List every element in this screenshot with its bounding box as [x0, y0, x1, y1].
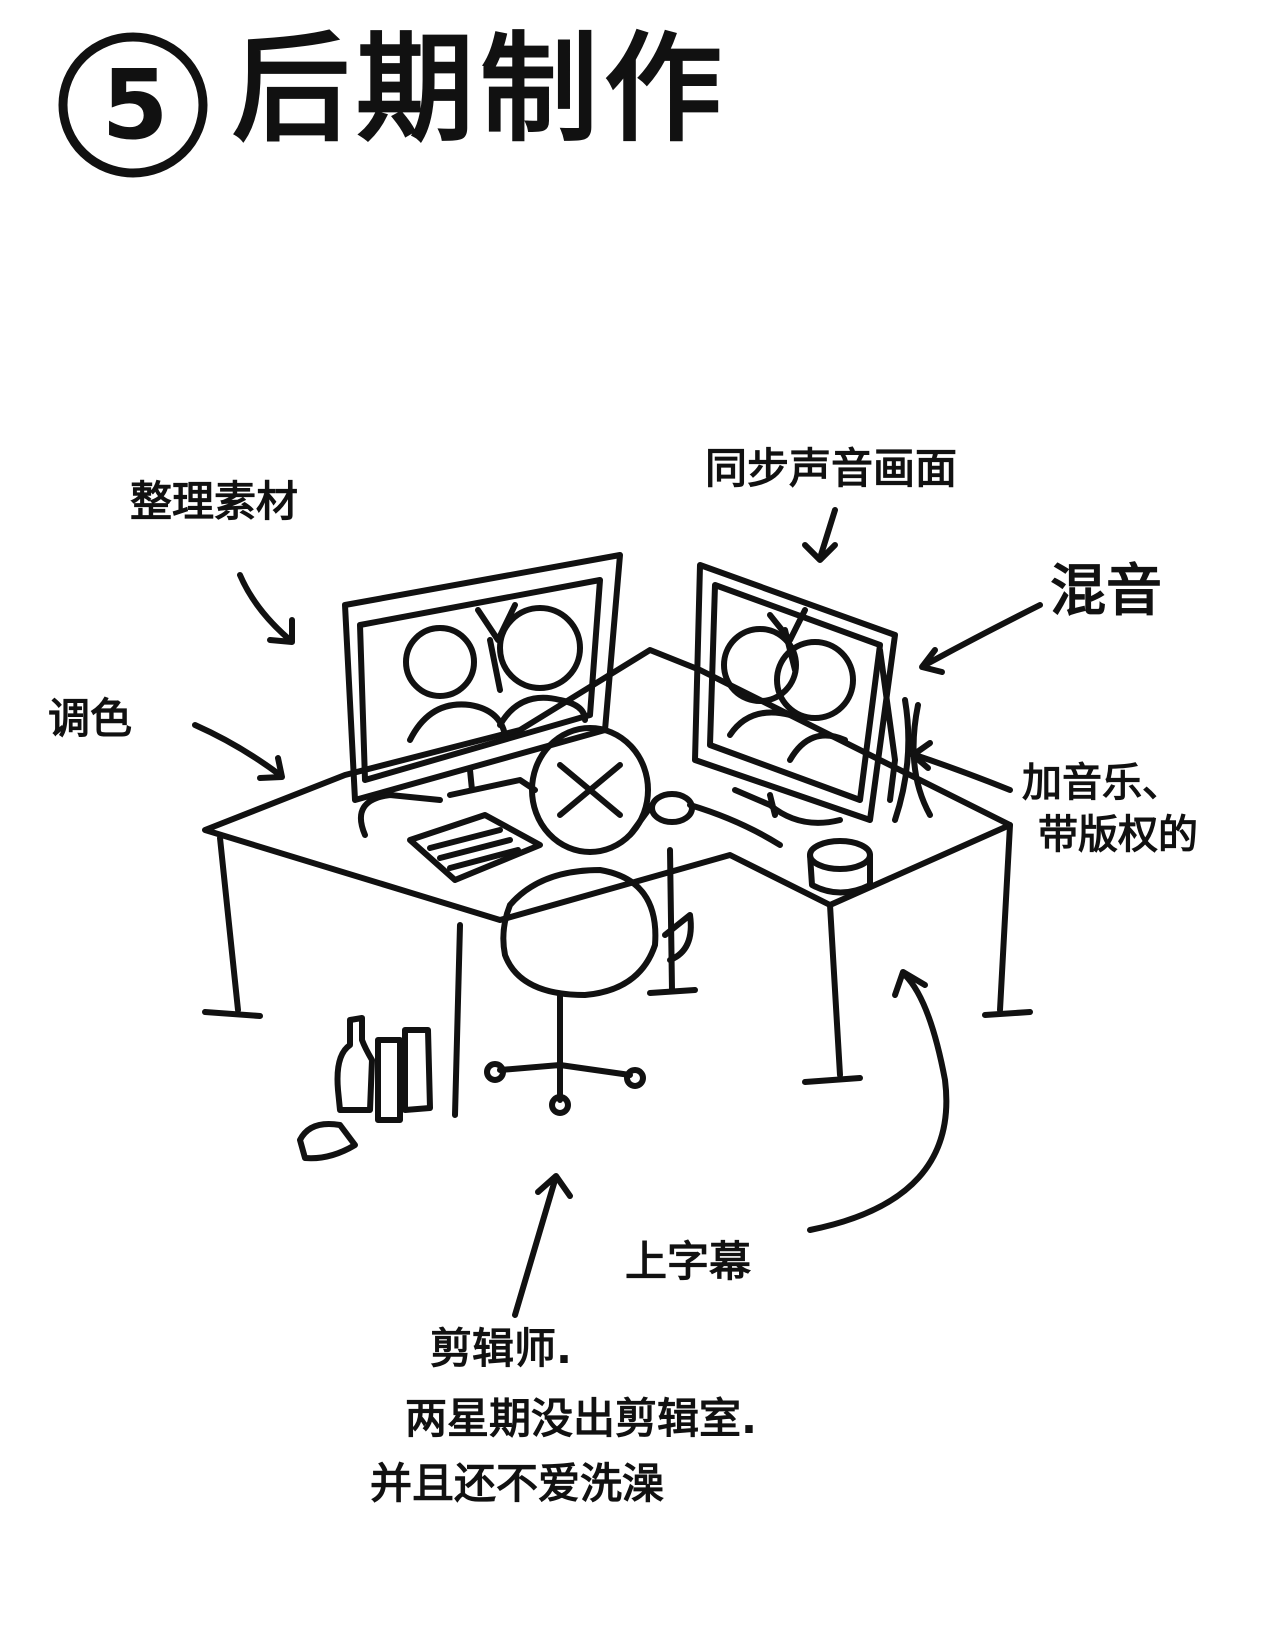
label-sync-sound-picture: 同步声音画面 — [705, 444, 958, 493]
arrow-mix-icon — [925, 605, 1040, 665]
arrows — [195, 510, 1040, 1315]
arrow-organize-icon — [240, 575, 290, 640]
label-add-music-1: 加音乐、 — [1022, 760, 1182, 806]
right-monitor — [695, 565, 895, 823]
arrow-music-icon — [915, 755, 1010, 790]
label-editor-3: 并且还不爱洗澡 — [370, 1459, 665, 1508]
arrow-subtitle-icon — [810, 975, 946, 1230]
label-subtitles: 上字幕 — [625, 1237, 752, 1286]
arrow-sync-icon — [820, 510, 835, 558]
step-number-circle — [58, 30, 208, 180]
bottles — [300, 1018, 430, 1158]
label-editor-1: 剪辑师. — [430, 1324, 572, 1373]
step-number: 5 — [101, 49, 169, 161]
desk — [205, 650, 1030, 1115]
label-editor-2: 两星期没出剪辑室. — [405, 1394, 757, 1443]
circle-icon — [58, 30, 208, 180]
keyboard — [361, 795, 540, 880]
cable — [914, 705, 930, 815]
page-title: 后期制作 — [232, 20, 729, 158]
speaker — [810, 841, 870, 893]
left-monitor — [345, 555, 620, 800]
arrow-color-icon — [195, 725, 280, 775]
editor-figure — [487, 728, 691, 1113]
label-add-music-2: 带版权的 — [1038, 812, 1198, 858]
label-organize-footage: 整理素材 — [130, 477, 299, 526]
label-sound-mixing: 混音 — [1050, 559, 1162, 624]
label-color-grading: 调色 — [48, 694, 133, 743]
cable — [895, 700, 908, 820]
arrow-editor-icon — [515, 1180, 555, 1315]
